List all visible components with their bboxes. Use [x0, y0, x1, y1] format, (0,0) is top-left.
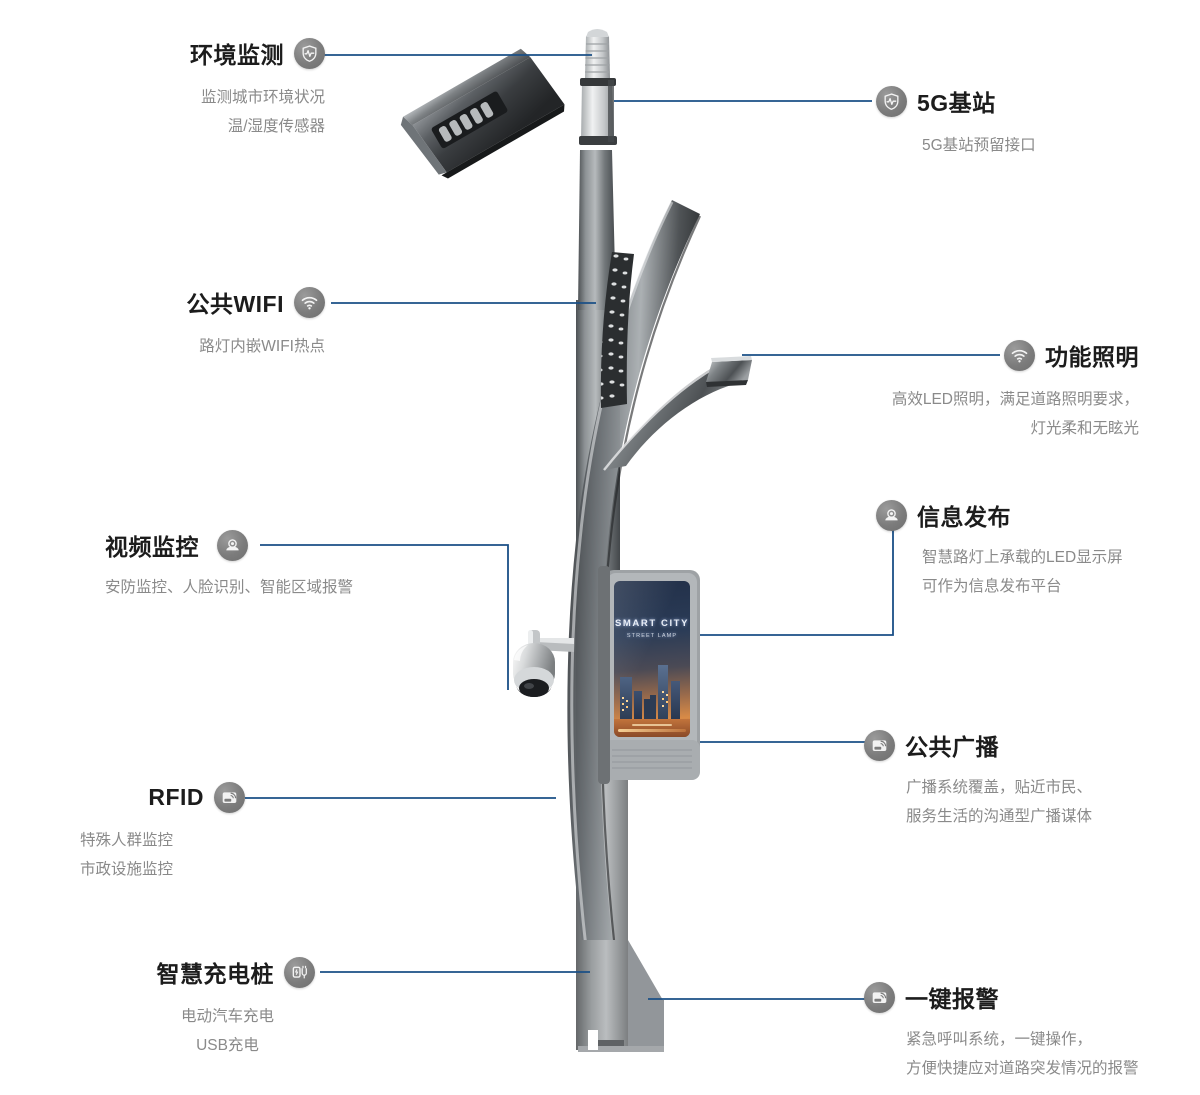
- callout-desc-line: 电动汽车充电: [180, 1008, 274, 1025]
- rfid-card-icon: [864, 981, 895, 1013]
- dome-camera-fixture: [513, 630, 574, 697]
- callout-video-surveillance[interactable]: 视频监控 安防监控、人脸识别、智能区域报警: [105, 528, 353, 603]
- callout-information-release[interactable]: 信息发布 智慧路灯上承载的LED显示屏 可作为信息发布平台: [876, 498, 1123, 601]
- wifi-icon: [1004, 339, 1035, 371]
- rfid-card-icon: [864, 729, 895, 761]
- callout-desc-line: 5G基站预留接口: [922, 137, 1036, 154]
- callout-desc-line: 监测城市环境状况: [200, 89, 325, 106]
- callout-desc-line: 可作为信息发布平台: [922, 577, 1062, 595]
- callout-desc-line: 安防监控、人脸识别、智能区域报警: [105, 579, 354, 596]
- callout-title: 功能照明: [1045, 344, 1139, 370]
- rfid-card-icon: [214, 782, 245, 813]
- callout-environment-monitoring[interactable]: 环境监测 监测城市环境状况 温/湿度传感器: [110, 36, 325, 141]
- callout-public-wifi[interactable]: 公共WIFI 路灯内嵌WIFI热点: [130, 285, 325, 362]
- shield-pulse-icon: [876, 85, 907, 117]
- wifi-icon: [294, 286, 325, 318]
- callout-desc-line: 市政设施监控: [80, 860, 174, 878]
- shield-pulse-icon: [294, 37, 325, 69]
- callout-desc-line: 温/湿度传感器: [227, 117, 325, 135]
- callout-title: 环境监测: [190, 42, 284, 68]
- callout-desc-line: 路灯内嵌WIFI热点: [199, 338, 325, 355]
- callout-desc-line: 方便快捷应对道路突发情况的报警: [906, 1059, 1139, 1077]
- callout-rfid[interactable]: RFID 特殊人群监控 市政设施监控: [80, 782, 245, 884]
- callout-desc-line: 灯光柔和无眩光: [1030, 419, 1139, 437]
- callout-smart-charging-pile[interactable]: 智慧充电桩 电动汽车充电 USB充电: [140, 955, 315, 1060]
- callout-title: 5G基站: [917, 90, 996, 116]
- callout-title: 视频监控: [105, 534, 199, 560]
- charging-plug-icon: [284, 956, 315, 988]
- led-screen-content: SMART CITY STREET LAMP: [614, 581, 690, 737]
- callout-desc-line: 智慧路灯上承载的LED显示屏: [922, 549, 1123, 566]
- callout-public-broadcast[interactable]: 公共广播 广播系统覆盖，贴近市民、 服务生活的沟通型广播谋体: [864, 728, 1092, 831]
- callout-title: 公共WIFI: [186, 291, 284, 317]
- callout-title: RFID: [148, 784, 204, 810]
- callout-desc-line: 高效LED照明，满足道路照明要求，: [891, 391, 1139, 408]
- callout-desc-line: 紧急呼叫系统，一键操作，: [906, 1031, 1093, 1048]
- callout-title: 公共广播: [905, 734, 999, 760]
- callout-desc-line: 服务生活的沟通型广播谋体: [906, 807, 1093, 825]
- callout-title: 信息发布: [917, 504, 1011, 530]
- callout-5g-base-station[interactable]: 5G基站 5G基站预留接口: [876, 84, 1036, 161]
- dome-camera-icon: [217, 529, 248, 561]
- callout-title: 智慧充电桩: [156, 961, 274, 987]
- led-screen-subtitle: STREET LAMP: [626, 633, 678, 639]
- callout-functional-lighting[interactable]: 功能照明 高效LED照明，满足道路照明要求， 灯光柔和无眩光: [892, 338, 1139, 437]
- callout-desc-line: 特殊人群监控: [80, 832, 174, 849]
- dome-camera-icon: [876, 499, 907, 531]
- callout-title: 一键报警: [905, 986, 999, 1012]
- callout-desc-line: USB充电: [196, 1036, 259, 1054]
- led-screen-title: SMART CITY: [614, 618, 690, 629]
- callout-desc-line: 广播系统覆盖，贴近市民、: [906, 779, 1093, 796]
- callout-one-key-alarm[interactable]: 一键报警 紧急呼叫系统，一键操作， 方便快捷应对道路突发情况的报警: [864, 980, 1139, 1083]
